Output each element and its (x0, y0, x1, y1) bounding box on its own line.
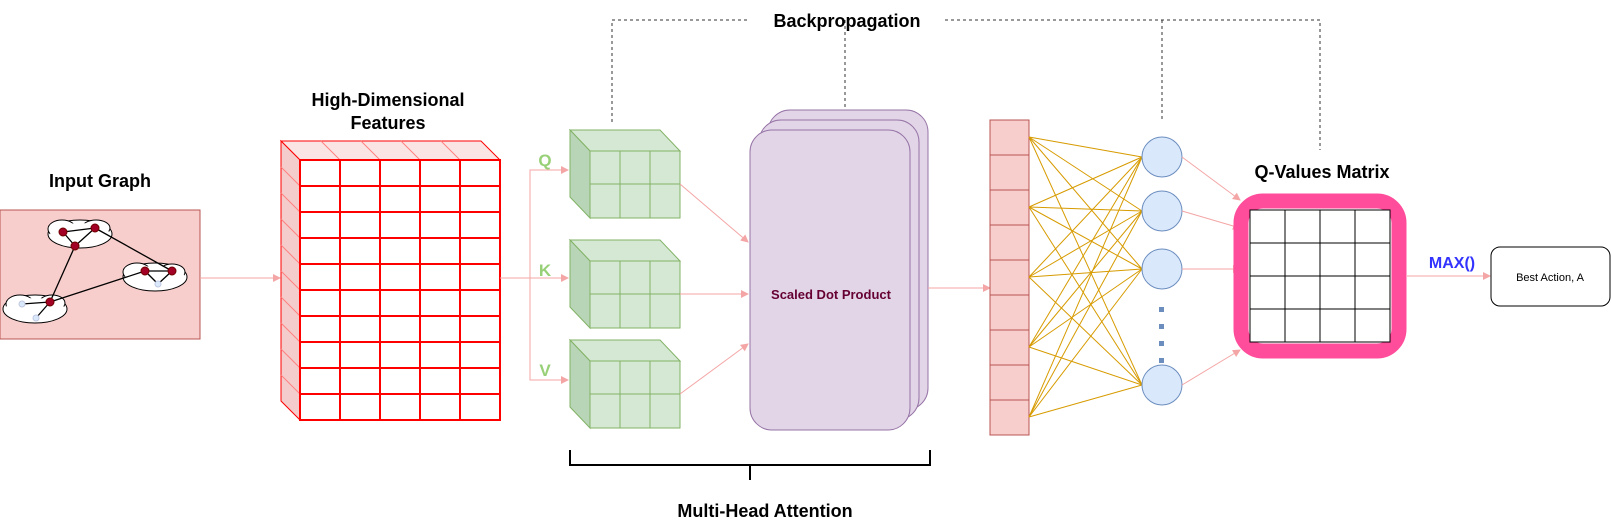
input-graph-network (2, 219, 188, 324)
dense-connections (1028, 136, 1143, 418)
best-action-label: Best Action, A (1516, 272, 1585, 284)
backprop-lines (611, 19, 1321, 150)
branch-arrows (500, 166, 569, 384)
qkv-to-attention-arrows (679, 183, 749, 395)
features-tensor (279, 139, 502, 422)
k-cube (568, 238, 682, 330)
q-cube (568, 128, 682, 220)
neurons (1141, 136, 1183, 406)
v-label: V (539, 361, 551, 380)
neuron-ellipsis (1159, 307, 1164, 363)
best-action-box (1490, 246, 1611, 307)
k-label: K (539, 261, 552, 280)
backprop-label: Backpropagation (773, 11, 920, 31)
qvalues-matrix (1233, 193, 1407, 359)
multi-head-label: Multi-Head Attention (677, 501, 852, 521)
scaled-dot-product-label: Scaled Dot Product (771, 287, 892, 302)
neurons-to-qmatrix-arrows (1181, 156, 1241, 386)
multi-head-bracket (569, 450, 931, 480)
attention-stack (749, 109, 929, 431)
features-title-line2: Features (350, 113, 425, 133)
flattened-vector (989, 119, 1030, 436)
input-graph-title: Input Graph (49, 171, 151, 191)
qvalues-title: Q-Values Matrix (1254, 162, 1389, 182)
features-title-line1: High-Dimensional (311, 90, 464, 110)
max-label: MAX() (1429, 255, 1475, 272)
v-cube (568, 338, 682, 430)
q-label: Q (538, 151, 551, 170)
